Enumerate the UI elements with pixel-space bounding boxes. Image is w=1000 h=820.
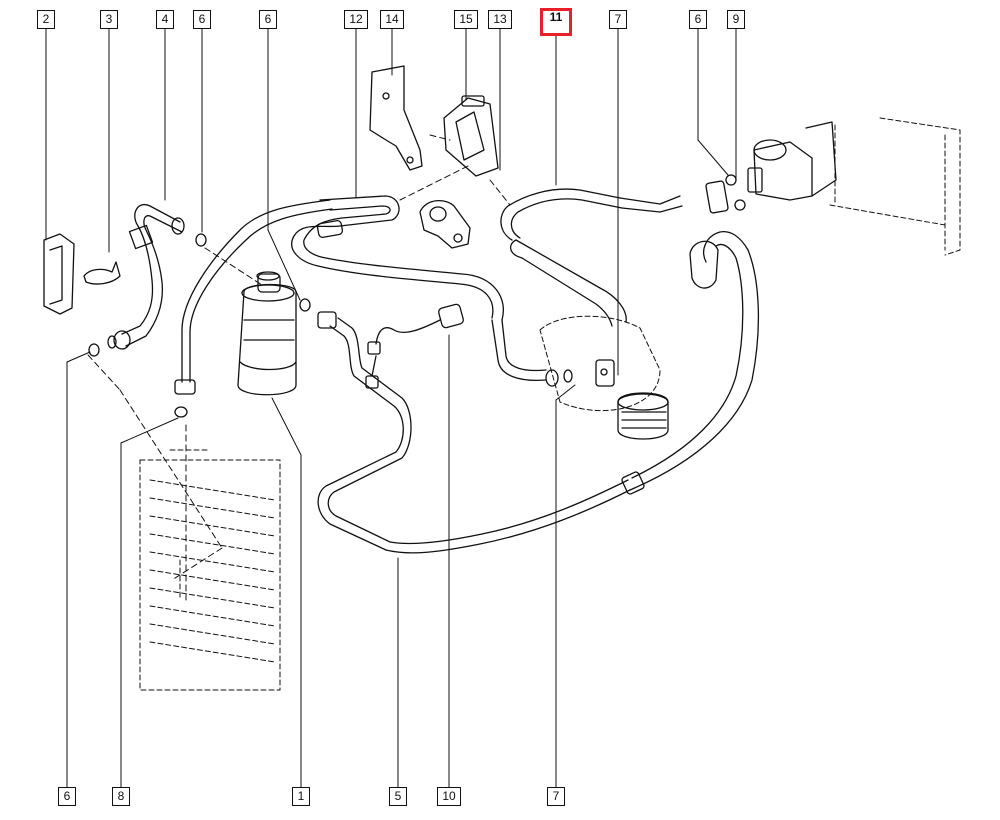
callout-10[interactable]: 10 [437,787,461,806]
callout-9[interactable]: 9 [727,10,745,29]
receiver-drier-part-1 [237,271,297,396]
callout-2[interactable]: 2 [37,10,55,29]
callout-1[interactable]: 1 [292,787,310,806]
bracket-part-14 [369,65,423,171]
compressor-part-7 [539,315,669,440]
pipe-clamp-part-13 [419,200,471,249]
callout-6-top-center[interactable]: 6 [259,10,277,29]
callout-11-highlighted[interactable]: 11 [540,8,572,36]
callout-7-bottom[interactable]: 7 [547,787,565,806]
callout-6-bottom[interactable]: 6 [58,787,76,806]
callout-5[interactable]: 5 [389,787,407,806]
callout-6-top-left[interactable]: 6 [193,10,211,29]
hose-clip-part-3 [83,261,121,285]
callout-15[interactable]: 15 [454,10,478,29]
assembly-dashed-lines [87,134,511,601]
callout-8[interactable]: 8 [112,787,130,806]
clip-part-2 [43,233,75,315]
pipe-part-8 [174,199,333,395]
condenser [139,449,281,691]
callout-12[interactable]: 12 [344,10,368,29]
pipe-part-5 [317,311,631,554]
hose-loop-right [621,230,760,495]
leader-lines [45,28,737,788]
callout-7-top[interactable]: 7 [609,10,627,29]
hose-part-12 [291,195,504,321]
hose-part-4 [107,203,185,350]
callout-6-top-right[interactable]: 6 [689,10,707,29]
expansion-valve-part-9 [705,121,837,214]
bracket-part-15 [443,95,499,177]
o-ring-seals-part-6 [88,174,746,418]
callout-14[interactable]: 14 [380,10,404,29]
callout-13[interactable]: 13 [488,10,512,29]
callout-3[interactable]: 3 [100,10,118,29]
junction-fitting [491,319,573,387]
evaporator-housing [829,117,961,256]
callout-4[interactable]: 4 [156,10,174,29]
hose-part-11 [500,188,683,327]
pressure-switch-part-10 [365,303,464,389]
